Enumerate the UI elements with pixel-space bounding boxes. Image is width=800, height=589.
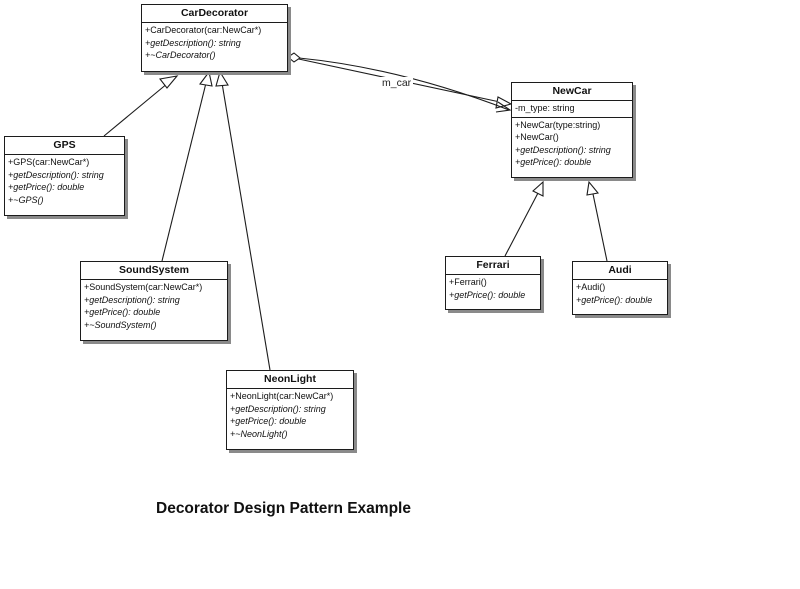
operation: +SoundSystem(car:NewCar*): [84, 282, 203, 293]
aggregation-m-car: [298, 57, 510, 111]
operation: +getDescription(): string: [515, 144, 611, 155]
operation: +~SoundSystem(): [84, 319, 157, 330]
class-gps: GPS +GPS(car:NewCar*) +getDescription():…: [4, 136, 125, 216]
association-label-m-car: m_car: [380, 77, 414, 89]
aggregation-open-arrow: [495, 101, 512, 113]
operation: +~CarDecorator(): [145, 50, 216, 61]
operation: +Ferrari(): [449, 277, 487, 288]
class-soundsystem: SoundSystem +SoundSystem(car:NewCar*) +g…: [80, 261, 228, 341]
operation: +getPrice(): double: [84, 307, 161, 318]
generalization-audi: [592, 193, 608, 262]
generalization-arrowhead-soundsystem: [199, 70, 213, 87]
generalization-arrowhead-neonlight: [215, 70, 229, 87]
operation: +getPrice(): double: [449, 289, 526, 300]
operation: +getPrice(): double: [8, 182, 85, 193]
class-operations: +NewCar(type:string) +NewCar() +getDescr…: [512, 118, 632, 171]
operation: +getDescription(): string: [145, 37, 241, 48]
class-name: CarDecorator: [142, 5, 287, 24]
class-neonlight: NeonLight +NeonLight(car:NewCar*) +getDe…: [226, 370, 354, 450]
generalization-ferrari: [504, 192, 539, 257]
class-name: GPS: [5, 137, 124, 156]
class-attributes: -m_type: string: [512, 101, 632, 118]
operation: +GPS(car:NewCar*): [8, 157, 90, 168]
operation: +NewCar(): [515, 132, 559, 143]
class-operations: +NeonLight(car:NewCar*) +getDescription(…: [227, 389, 353, 442]
class-name: NewCar: [512, 83, 632, 102]
generalization-gps: [103, 82, 169, 137]
diagram-caption: Decorator Design Pattern Example: [156, 500, 411, 517]
class-name: NeonLight: [227, 371, 353, 390]
operation: +getPrice(): double: [576, 294, 653, 305]
operation: +CarDecorator(car:NewCar*): [145, 25, 262, 36]
class-operations: +Ferrari() +getPrice(): double: [446, 275, 540, 303]
class-name: Audi: [573, 262, 667, 281]
class-name: SoundSystem: [81, 262, 227, 281]
operation: +~GPS(): [8, 194, 44, 205]
generalization-arrowhead-ferrari: [532, 180, 544, 197]
class-audi: Audi +Audi() +getPrice(): double: [572, 261, 668, 315]
generalization-arrowhead-gps: [159, 75, 179, 89]
operation: +getPrice(): double: [230, 416, 307, 427]
class-operations: +SoundSystem(car:NewCar*) +getDescriptio…: [81, 280, 227, 333]
class-ferrari: Ferrari +Ferrari() +getPrice(): double: [445, 256, 541, 310]
operation: +getDescription(): string: [8, 169, 104, 180]
class-newcar: NewCar -m_type: string +NewCar(type:stri…: [511, 82, 633, 178]
operation: +NeonLight(car:NewCar*): [230, 391, 334, 402]
operation: +getPrice(): double: [515, 157, 592, 168]
generalization-neonlight: [221, 82, 271, 371]
class-operations: +GPS(car:NewCar*) +getDescription(): str…: [5, 155, 124, 208]
class-operations: +Audi() +getPrice(): double: [573, 280, 667, 308]
operation: +getDescription(): string: [230, 403, 326, 414]
class-cardecorator: CarDecorator +CarDecorator(car:NewCar*) …: [141, 4, 288, 72]
class-name: Ferrari: [446, 257, 540, 276]
operation: +~NeonLight(): [230, 428, 288, 439]
operation: +Audi(): [576, 282, 606, 293]
operation: +getDescription(): string: [84, 294, 180, 305]
generalization-arrowhead-audi: [586, 180, 600, 196]
class-operations: +CarDecorator(car:NewCar*) +getDescripti…: [142, 23, 287, 63]
operation: +NewCar(type:string): [515, 119, 601, 130]
generalization-soundsystem: [161, 82, 207, 262]
attribute: -m_type: string: [515, 103, 575, 114]
aggregation-diamond: [287, 52, 301, 63]
